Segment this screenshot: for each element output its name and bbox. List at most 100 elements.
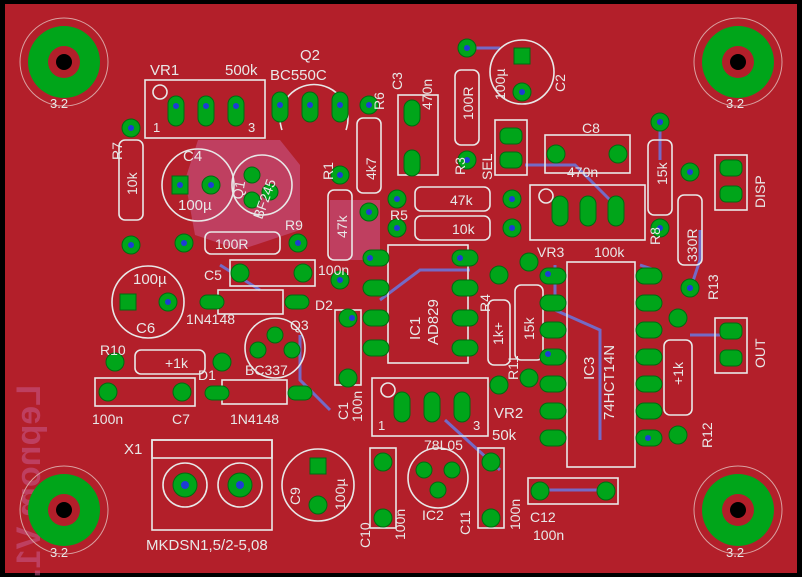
d1-diode: D1 1N4148 [198,367,313,427]
r5-value: 10k [452,221,476,237]
r11-value: 15k [521,316,537,340]
c8-capacitor: C8 470n [544,120,631,180]
r12-resistor: +1k R12 [663,308,715,448]
r2-resistor: 47k [387,186,522,212]
q3-value: BC337 [245,362,288,378]
d2-label: D2 [315,297,333,313]
r1-value: 47k [334,214,350,238]
bottom-silk-text: Lepnom V1.0 [10,385,48,577]
disp-label: DISP [752,175,768,208]
r5-resistor: 10k R5 [387,207,522,241]
ic1-label: IC1 [407,317,424,340]
c2-capacitor: 100µ C2 [489,39,568,105]
c9-value: 100µ [332,479,348,510]
c7-label: C7 [172,411,190,427]
r4-resistor: 1k+ R4 [477,265,511,395]
mounting-hole-tl: 3.2 [19,17,109,111]
r11-label: R11 [505,355,521,380]
out-label: OUT [752,338,768,368]
ic3-chip: IC3 74HCT14N [539,261,663,468]
bottom-copper-area [185,140,300,250]
r3-resistor: 100R R3 [452,38,480,175]
vr1-trimmer: VR1 500k 1 3 [144,62,266,139]
vr2-value: 50k [492,427,517,444]
ic1-chip: IC1 AD829 [362,244,479,364]
pin-label: 3 [248,120,255,135]
q2-label: Q2 [300,47,320,64]
pin-label: 1 [378,418,385,433]
mounting-hole-br: 3.2 [693,465,783,560]
c12-label: C12 [530,509,556,525]
ic2-regulator: 78L05 IC2 [407,437,469,523]
r9-resistor: 100R R9 [174,217,308,255]
vr3-trimmer: VR3 100k [529,184,646,260]
c8-label: C8 [582,120,600,136]
r5-label: R5 [390,207,408,223]
r7-value: 10k [124,171,140,195]
c2-value: 100µ [492,69,508,100]
r7-label: R7 [109,142,125,160]
c1-label: C1 [335,402,351,420]
q2-transistor: Q2 BC550C [270,47,349,131]
hole-label: 3.2 [50,545,68,560]
c4-capacitor: C4 100µ [161,148,235,222]
c5-capacitor: C5 100n [204,259,349,287]
mounting-hole-bl: 3.2 [19,465,109,560]
vr1-value: 500k [225,62,258,79]
c10-label: C10 [357,522,373,548]
r9-label: R9 [285,217,303,233]
r11-resistor: 15k R11 [505,252,544,388]
c9-capacitor: C9 100µ [281,448,355,522]
r4-label: R4 [477,294,493,312]
c6-label: C6 [136,320,155,337]
r9-value: 100R [215,236,248,252]
board-substrate [5,4,797,573]
r6-value: 4k7 [363,157,379,180]
r7-resistor: 10k R7 [109,118,144,255]
c10-value: 100n [392,509,408,540]
hole-label: 3.2 [726,96,744,111]
vr1-label: VR1 [150,62,179,79]
d1-value: 1N4148 [230,411,279,427]
c5-label: C5 [204,267,222,283]
r2-value: 47k [450,192,474,208]
c11-value: 100n [507,499,523,530]
r1-resistor: 47k R1 [320,162,353,290]
d2-diode: 1N4148 D2 [186,289,333,327]
r8-value: 330R [684,229,700,262]
r10-resistor: +1k R10 [100,342,232,375]
ic3-value: 74HCT14N [601,345,618,420]
r6-resistor: 4k7 R6 [356,92,387,222]
r3-value: 100R [460,87,476,120]
r10-label: R10 [100,342,126,358]
sel-connector: SEL [479,119,528,180]
ic3-label: IC3 [581,357,598,380]
ic2-label: IC2 [422,507,444,523]
vr3-label: VR3 [537,244,564,260]
c12-capacitor: C12 100n [527,477,619,543]
ic2-value: 78L05 [424,437,463,453]
r12-label: R12 [699,422,715,448]
c9-label: C9 [287,487,303,505]
r10-value: +1k [165,355,189,371]
q1-label: Q1 [229,179,248,200]
pin-label: 1 [153,120,160,135]
vr2-trimmer: 1 3 VR2 50k [371,377,523,444]
pin-label: 3 [473,418,480,433]
c4-label: C4 [183,148,202,165]
q3-label: Q3 [290,317,309,333]
c5-value: 100n [318,262,349,278]
c8-value: 470n [567,164,598,180]
out-connector: OUT [714,317,768,374]
c6-value: 100µ [133,271,167,288]
c1-capacitor: C1 100n [334,308,365,422]
c7-value: 100n [92,411,123,427]
r-value: 15k [654,161,670,185]
c11-label: C11 [457,510,473,535]
r6-label: R6 [371,92,387,110]
r8-resistor: 330R R8 R13 [647,162,721,300]
ic1-value: AD829 [425,299,442,345]
vr3-value: 100k [594,244,625,260]
c3-capacitor: C3 470n [389,72,439,177]
